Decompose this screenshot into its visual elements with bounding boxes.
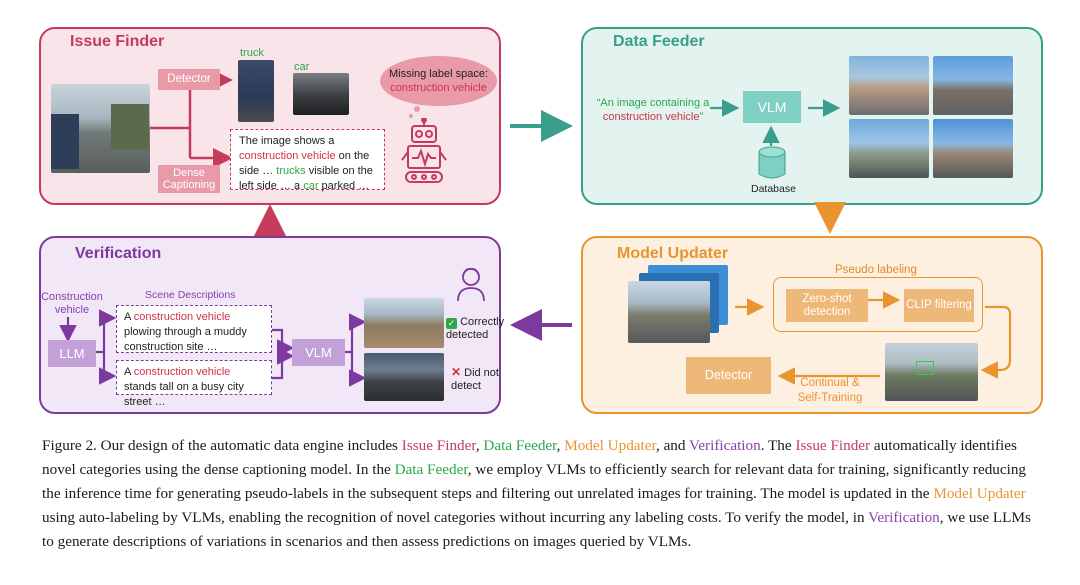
clip-filtering-box: CLIP filtering	[904, 289, 974, 322]
vlm-query-text: “An image containing a construction vehi…	[594, 96, 712, 124]
query-result-image-2	[364, 353, 444, 401]
desc-text: stands tall on a busy city street …	[124, 381, 244, 408]
caption-text: visible on the left side … a	[239, 165, 373, 192]
llm-box: LLM	[48, 340, 96, 367]
caption-data-feeder: Data Feeder	[394, 461, 468, 478]
cross-icon: ✕	[451, 365, 462, 379]
dense-captioning-box: Dense Captioning	[158, 165, 220, 193]
figure-caption: Figure 2. Our design of the automatic da…	[42, 434, 1042, 554]
caption-model-updater: Model Updater	[933, 485, 1026, 502]
detection-bbox	[916, 361, 934, 375]
zero-shot-detection-box: Zero-shot detection	[786, 289, 868, 322]
caption-segment: using auto-labeling by VLMs, enabling th…	[42, 509, 869, 526]
frame-stack-front	[628, 281, 710, 343]
caption-highlight: car	[303, 180, 319, 192]
desc-text: A	[124, 311, 134, 323]
desc-highlight: construction vehicle	[133, 311, 231, 323]
caption-issue-finder: Issue Finder	[401, 437, 476, 454]
caption-model-updater: Model Updater	[564, 437, 656, 454]
caption-segment: , we use LLMs to generate descriptions o…	[42, 509, 1031, 550]
truck-crop-image	[238, 60, 274, 122]
scene-description-1: A construction vehicle plowing through a…	[116, 305, 272, 353]
robot-icon	[401, 118, 447, 183]
detector-output-box: Detector	[686, 357, 771, 394]
issue-finder-title: Issue Finder	[70, 33, 165, 50]
caption-data-feeder: Data Feeder	[483, 437, 557, 454]
correctly-detected-result: ✓ Correctly detected	[446, 316, 508, 342]
dense-caption-text: The image shows a construction vehicle o…	[230, 129, 385, 192]
retrieved-image-2	[933, 56, 1013, 115]
pseudo-labeling-group	[773, 277, 983, 332]
detector-box: Detector	[158, 69, 220, 90]
pseudo-labeling-label: Pseudo labeling	[835, 264, 917, 276]
caption-highlight: trucks	[276, 165, 306, 177]
caption-segment: , and	[655, 437, 690, 454]
retrieved-image-4	[933, 119, 1013, 178]
caption-highlight: construction vehicle	[239, 150, 336, 162]
caption-issue-finder: Issue Finder	[795, 437, 871, 454]
desc-text: A	[124, 366, 134, 378]
verification-title: Verification	[75, 245, 162, 262]
scene-descriptions-label: Scene Descriptions	[145, 289, 236, 301]
bubble-line-2: construction vehicle	[390, 82, 487, 94]
query-highlight: construction vehicle	[602, 111, 700, 123]
caption-verification: Verification	[689, 437, 761, 454]
caption-segment: automatically identifies novel categorie…	[42, 437, 1017, 478]
retrieved-image-3	[849, 119, 929, 178]
car-crop-image	[293, 73, 349, 115]
caption-segment: ,	[556, 437, 565, 454]
caption-segment: Figure 2. Our design of the automatic da…	[42, 437, 402, 454]
did-not-detect-result: ✕ Did not detect	[451, 366, 503, 393]
model-updater-title: Model Updater	[617, 245, 729, 262]
database-icon	[758, 146, 786, 179]
query-text: “An image containing a	[596, 97, 710, 109]
check-icon: ✓	[446, 318, 457, 329]
construction-vehicle-label: Construction vehicle	[41, 291, 103, 316]
person-icon	[457, 267, 485, 302]
scene-description-2: A construction vehicle stands tall on a …	[116, 360, 272, 408]
missing-label-bubble: Missing label space: construction vehicl…	[380, 56, 497, 106]
caption-segment: . The	[760, 437, 796, 454]
query-result-image-1	[364, 298, 444, 348]
street-scene-image	[51, 84, 150, 173]
verification-vlm-box: VLM	[292, 339, 345, 366]
correctly-detected-label: Correctly detected	[446, 316, 505, 341]
caption-segment: ,	[475, 437, 484, 454]
thought-dot	[414, 106, 420, 112]
car-label: car	[294, 61, 310, 73]
thought-dot	[409, 114, 413, 118]
did-not-detect-label: Did not detect	[451, 367, 499, 392]
database-label: Database	[751, 183, 796, 195]
desc-highlight: construction vehicle	[133, 366, 231, 378]
query-text: ”	[699, 111, 704, 123]
desc-text: plowing through a muddy construction sit…	[124, 326, 247, 353]
continual-training-label: Continual & Self-Training	[797, 377, 863, 404]
truck-label: truck	[240, 47, 264, 59]
caption-segment: , we employ VLMs to efficiently search f…	[42, 461, 1027, 502]
caption-verification: Verification	[868, 509, 940, 526]
caption-text: parked …	[318, 180, 370, 192]
vlm-box: VLM	[743, 91, 801, 123]
caption-text: on the side …	[239, 150, 370, 177]
data-feeder-title: Data Feeder	[613, 33, 705, 50]
retrieved-image-1	[849, 56, 929, 115]
caption-text: The image shows a	[239, 135, 335, 147]
labeled-output-image	[885, 343, 978, 401]
bubble-line-1: Missing label space:	[388, 68, 489, 80]
